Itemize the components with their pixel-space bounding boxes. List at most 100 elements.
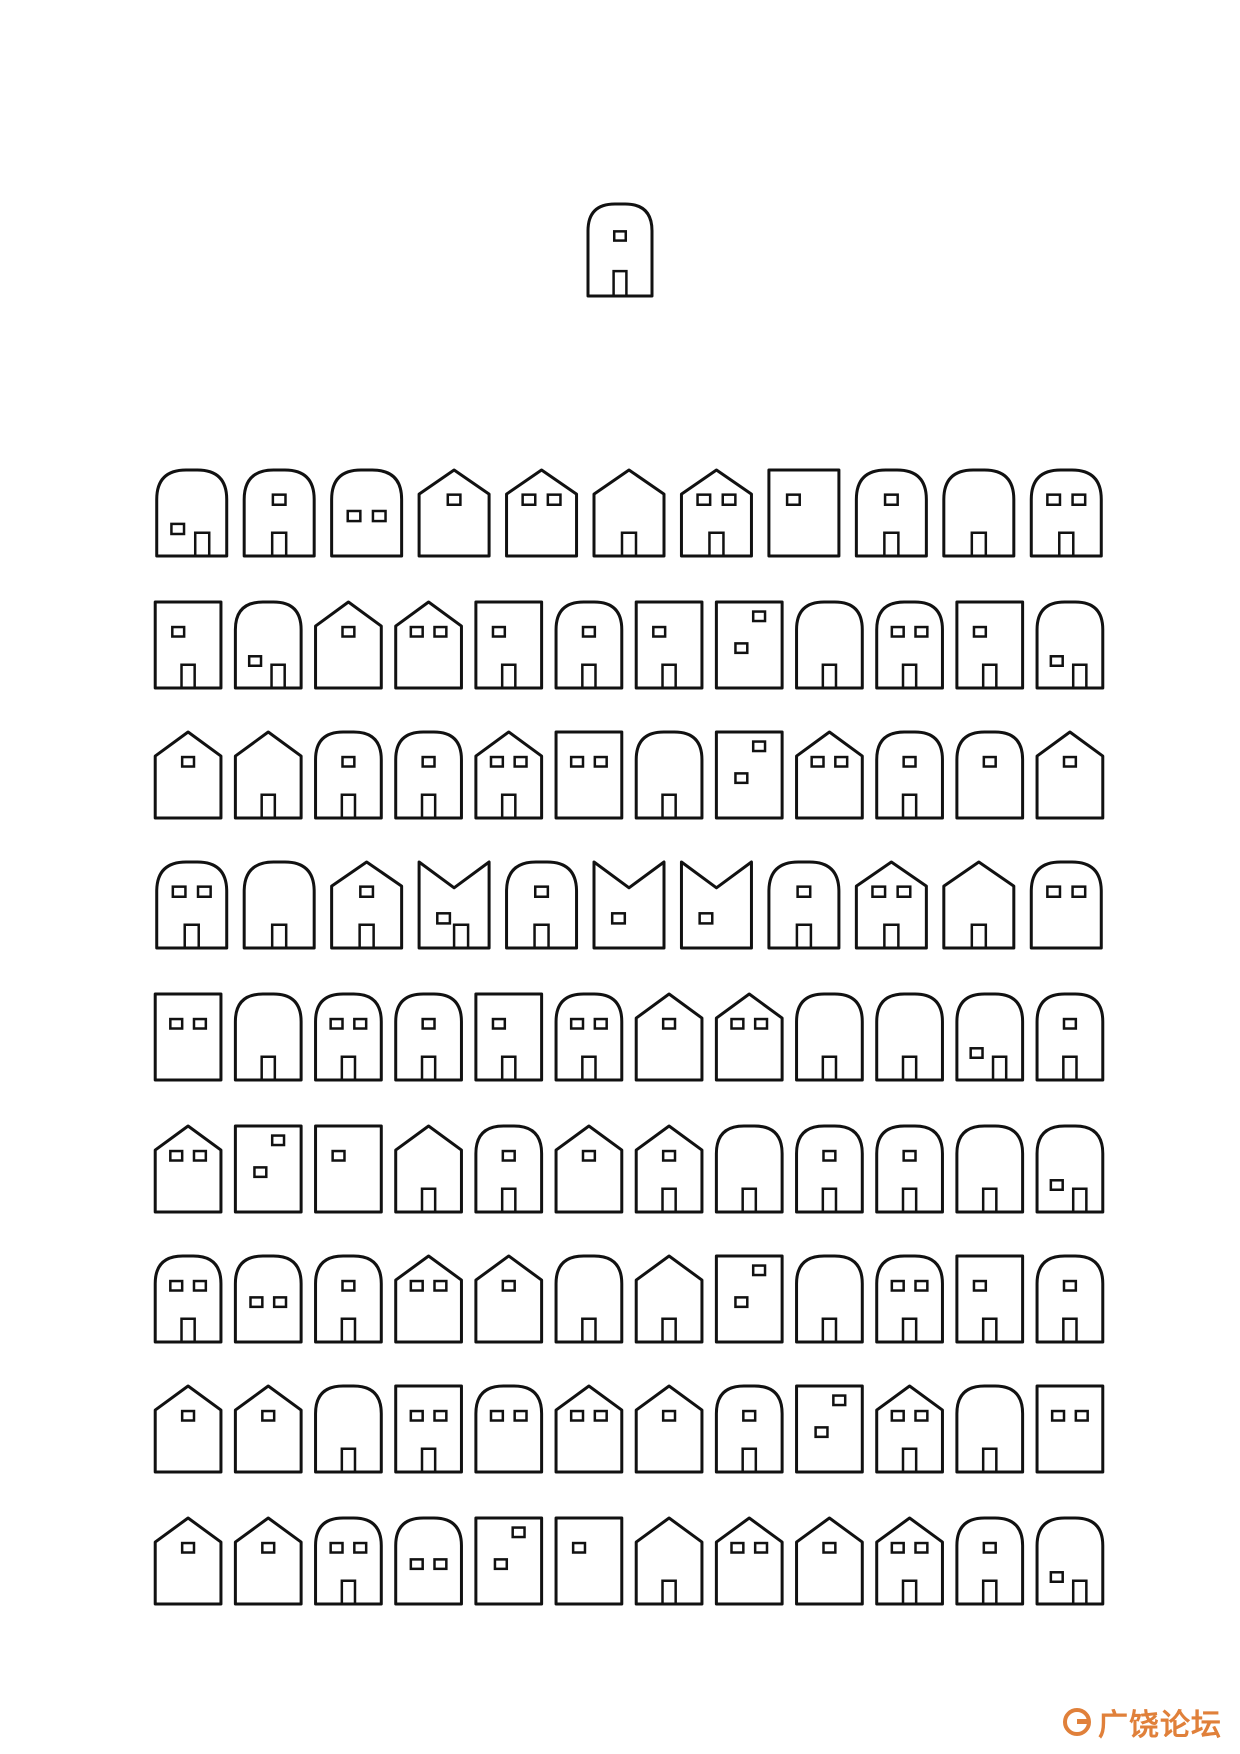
house-r3-c4[interactable] xyxy=(394,730,463,820)
house-r1-c1[interactable] xyxy=(155,468,229,558)
house-r1-c11[interactable] xyxy=(1029,468,1103,558)
house-r9-c12[interactable] xyxy=(1035,1516,1105,1606)
house-r2-c5[interactable] xyxy=(474,600,544,690)
house-r3-c12[interactable] xyxy=(1035,730,1105,820)
target-house-shape[interactable] xyxy=(586,202,654,298)
house-r5-c4[interactable] xyxy=(394,992,463,1082)
house-r5-c1[interactable] xyxy=(153,992,223,1082)
house-r9-c6[interactable] xyxy=(554,1516,624,1606)
house-r2-c11[interactable] xyxy=(955,600,1025,690)
house-r8-c3[interactable] xyxy=(314,1384,383,1474)
house-r7-c3[interactable] xyxy=(314,1254,383,1344)
house-r8-c2[interactable] xyxy=(233,1384,303,1474)
house-r2-c2[interactable] xyxy=(233,600,303,690)
house-r2-c6[interactable] xyxy=(554,600,624,690)
house-r1-c5[interactable] xyxy=(505,468,579,558)
house-r7-c7[interactable] xyxy=(634,1254,704,1344)
house-r4-c11[interactable] xyxy=(1029,860,1103,950)
house-r2-c4[interactable] xyxy=(394,600,463,690)
house-r9-c11[interactable] xyxy=(955,1516,1025,1606)
house-r3-c3[interactable] xyxy=(314,730,383,820)
house-r1-c9[interactable] xyxy=(854,468,928,558)
house-r2-c1[interactable] xyxy=(153,600,223,690)
house-r3-c11[interactable] xyxy=(955,730,1025,820)
house-r4-c2[interactable] xyxy=(242,860,316,950)
house-r7-c12[interactable] xyxy=(1035,1254,1105,1344)
house-r8-c10[interactable] xyxy=(875,1384,944,1474)
house-r2-c7[interactable] xyxy=(634,600,704,690)
house-r9-c9[interactable] xyxy=(795,1516,864,1606)
house-r7-c5[interactable] xyxy=(474,1254,544,1344)
house-r6-c7[interactable] xyxy=(634,1124,704,1214)
house-r6-c6[interactable] xyxy=(554,1124,624,1214)
house-r5-c6[interactable] xyxy=(554,992,624,1082)
house-r6-c11[interactable] xyxy=(955,1124,1025,1214)
house-r1-c6[interactable] xyxy=(592,468,666,558)
house-r1-c10[interactable] xyxy=(942,468,1016,558)
house-r9-c8[interactable] xyxy=(714,1516,784,1606)
house-r3-c8[interactable] xyxy=(714,730,784,820)
house-r4-c9[interactable] xyxy=(854,860,928,950)
house-r3-c5[interactable] xyxy=(474,730,544,820)
house-r4-c4[interactable] xyxy=(417,860,491,950)
house-r4-c5[interactable] xyxy=(505,860,579,950)
house-r2-c9[interactable] xyxy=(795,600,864,690)
house-r3-c2[interactable] xyxy=(233,730,303,820)
house-r6-c2[interactable] xyxy=(233,1124,303,1214)
house-r8-c8[interactable] xyxy=(714,1384,784,1474)
house-r3-c7[interactable] xyxy=(634,730,704,820)
house-r7-c11[interactable] xyxy=(955,1254,1025,1344)
house-r9-c2[interactable] xyxy=(233,1516,303,1606)
house-r7-c1[interactable] xyxy=(153,1254,223,1344)
house-r9-c1[interactable] xyxy=(153,1516,223,1606)
house-r7-c4[interactable] xyxy=(394,1254,463,1344)
house-r9-c4[interactable] xyxy=(394,1516,463,1606)
house-r4-c10[interactable] xyxy=(942,860,1016,950)
house-r6-c4[interactable] xyxy=(394,1124,463,1214)
house-r5-c10[interactable] xyxy=(875,992,944,1082)
house-r6-c1[interactable] xyxy=(153,1124,223,1214)
house-r3-c10[interactable] xyxy=(875,730,944,820)
house-r1-c4[interactable] xyxy=(417,468,491,558)
house-r8-c7[interactable] xyxy=(634,1384,704,1474)
house-r7-c2[interactable] xyxy=(233,1254,303,1344)
house-r2-c8[interactable] xyxy=(714,600,784,690)
house-r8-c4[interactable] xyxy=(394,1384,463,1474)
house-r8-c9[interactable] xyxy=(795,1384,864,1474)
house-r3-c9[interactable] xyxy=(795,730,864,820)
house-r1-c7[interactable] xyxy=(679,468,753,558)
house-r6-c5[interactable] xyxy=(474,1124,544,1214)
house-r1-c2[interactable] xyxy=(242,468,316,558)
house-r9-c5[interactable] xyxy=(474,1516,544,1606)
house-r4-c7[interactable] xyxy=(679,860,753,950)
house-r2-c3[interactable] xyxy=(314,600,383,690)
house-r7-c8[interactable] xyxy=(714,1254,784,1344)
house-r4-c8[interactable] xyxy=(767,860,841,950)
house-r5-c12[interactable] xyxy=(1035,992,1105,1082)
house-r6-c12[interactable] xyxy=(1035,1124,1105,1214)
house-r5-c7[interactable] xyxy=(634,992,704,1082)
house-r6-c8[interactable] xyxy=(714,1124,784,1214)
house-r6-c9[interactable] xyxy=(795,1124,864,1214)
house-r8-c6[interactable] xyxy=(554,1384,624,1474)
house-r8-c12[interactable] xyxy=(1035,1384,1105,1474)
house-r4-c6[interactable] xyxy=(592,860,666,950)
house-r2-c10[interactable] xyxy=(875,600,944,690)
house-r6-c3[interactable] xyxy=(314,1124,383,1214)
house-r4-c3[interactable] xyxy=(330,860,404,950)
house-r8-c1[interactable] xyxy=(153,1384,223,1474)
house-r3-c6[interactable] xyxy=(554,730,624,820)
house-r5-c8[interactable] xyxy=(714,992,784,1082)
house-r7-c10[interactable] xyxy=(875,1254,944,1344)
house-r9-c3[interactable] xyxy=(314,1516,383,1606)
house-r1-c3[interactable] xyxy=(330,468,404,558)
house-r5-c9[interactable] xyxy=(795,992,864,1082)
house-r8-c11[interactable] xyxy=(955,1384,1025,1474)
house-r8-c5[interactable] xyxy=(474,1384,544,1474)
house-r2-c12[interactable] xyxy=(1035,600,1105,690)
house-r5-c3[interactable] xyxy=(314,992,383,1082)
house-r1-c8[interactable] xyxy=(767,468,841,558)
house-r6-c10[interactable] xyxy=(875,1124,944,1214)
house-r5-c11[interactable] xyxy=(955,992,1025,1082)
house-r5-c5[interactable] xyxy=(474,992,544,1082)
